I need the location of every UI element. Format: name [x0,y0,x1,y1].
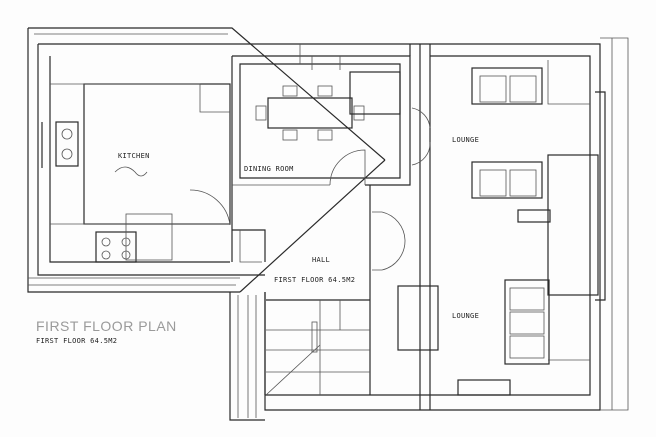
radiator-icon [517,209,551,223]
room-label-hall: HALL [312,256,331,264]
dining-table-icon [267,97,353,129]
room-label-kitchen: KITCHEN [118,152,150,160]
plan-subtitle: FIRST FLOOR 64.5M2 [36,337,118,345]
lounge-furniture [397,60,599,396]
room-label-dining-room: DINING ROOM [244,165,294,173]
sofa-icon [504,279,550,365]
kitchen-fittings [41,83,231,263]
outer-walls [37,37,629,411]
dining-room-walls [189,44,411,262]
hob-icon [95,231,137,263]
sink-icon [55,121,79,167]
room-label-lounge-upper: LOUNGE [452,136,480,144]
hall-stairs [232,107,431,396]
sofa-icon [471,67,543,105]
sofa-icon [471,161,543,199]
plan-title: FIRST FLOOR PLAN [36,318,177,334]
fireplace-icon [457,379,511,396]
hall-area-label: FIRST FLOOR 64.5M2 [274,276,356,284]
armchair-icon [397,285,439,351]
room-label-lounge-lower: LOUNGE [452,312,480,320]
roof-outline [27,27,386,421]
